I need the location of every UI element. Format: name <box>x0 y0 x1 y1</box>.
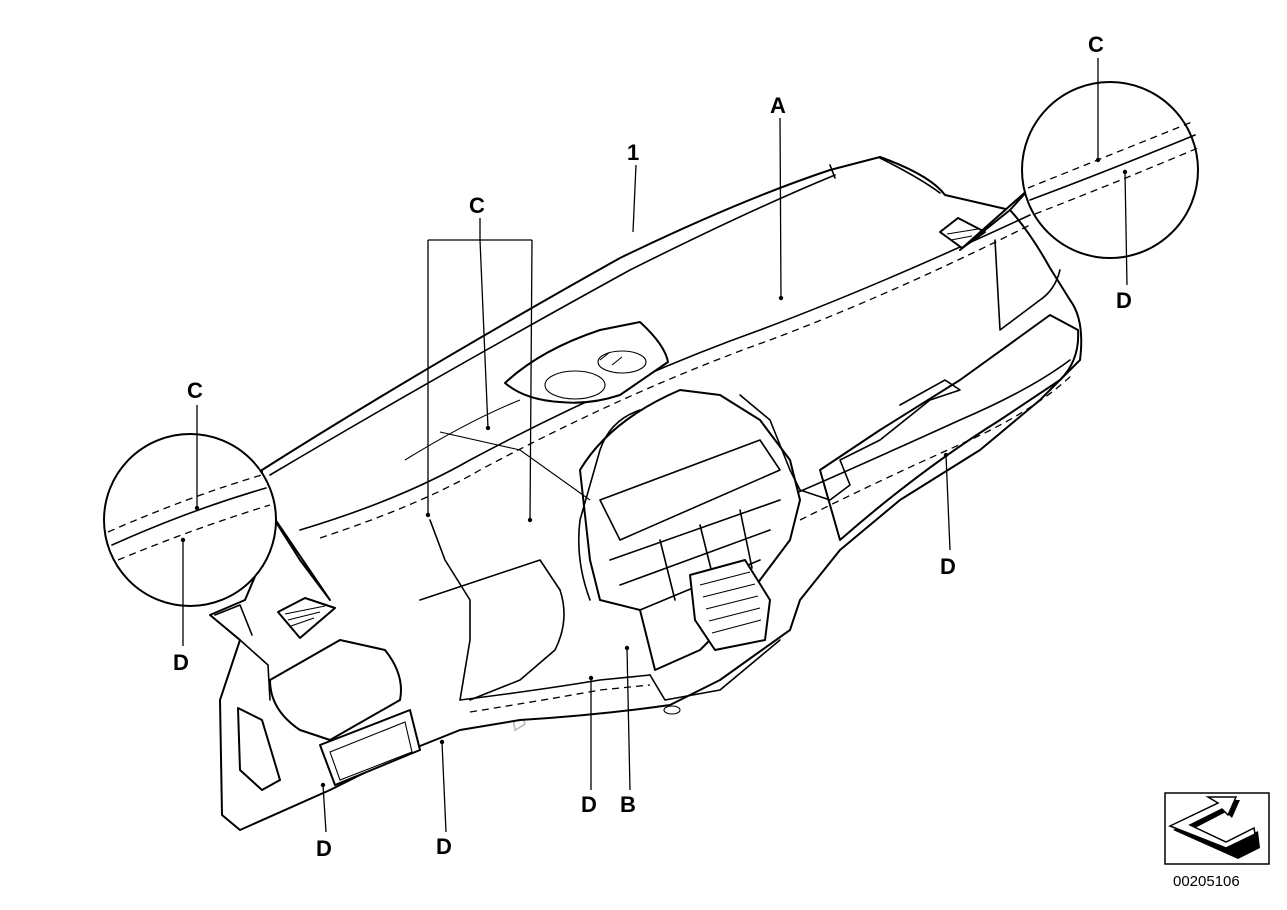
callout-c-left: C <box>187 378 203 403</box>
orientation-arrow-icon <box>1164 792 1270 865</box>
detail-circle-right <box>959 81 1199 259</box>
document-number: 00205106 <box>1173 873 1240 890</box>
callout-b: B <box>620 792 636 817</box>
callout-1: 1 <box>627 140 639 165</box>
leader-lines <box>180 58 1128 833</box>
callout-d-right: D <box>940 554 956 579</box>
callout-d-bottom-mid: D <box>436 834 452 859</box>
callout-c-center: C <box>469 193 485 218</box>
dashboard-panel <box>209 156 1083 831</box>
callout-d-bottom-left: D <box>316 836 332 861</box>
callout-d-right-detail: D <box>1116 288 1132 313</box>
callout-c-right: C <box>1088 32 1104 57</box>
callout-a: A <box>770 93 786 118</box>
callout-d-left-detail: D <box>173 650 189 675</box>
detail-circle-left <box>103 433 331 607</box>
callout-d-bottom-center: D <box>581 792 597 817</box>
